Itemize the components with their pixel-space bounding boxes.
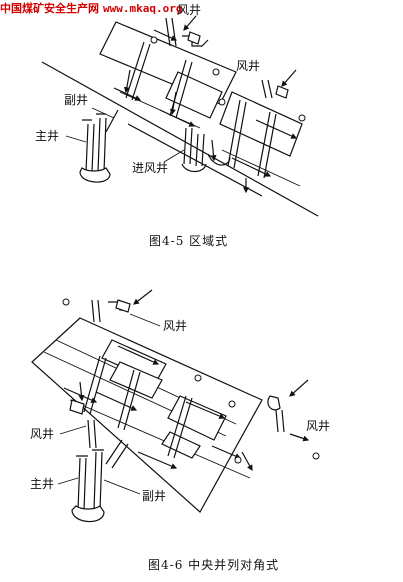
fan-icon [115,299,131,313]
label-auxiliary-shaft-fig2: 副井 [142,489,166,503]
label-intake-shaft-fig1: 进风井 [132,161,168,175]
district-block-2 [109,361,163,399]
figure-4-6-central-diagonal: 风井 风井 风井 主井 [30,289,330,523]
label-air-shaft-fig2-right: 风井 [306,419,330,433]
label-air-shaft-fig1-top: 风井 [177,3,201,17]
district-block-right [219,91,303,157]
district-block-4 [161,431,201,459]
main-shaft-fig1 [79,109,119,183]
air-shaft-top-right [261,69,297,99]
intake-shaft-fig1 [181,127,231,173]
air-shaft-top-fig2 [91,289,153,323]
label-main-shaft-fig2: 主井 [30,477,54,491]
site-watermark: 中国煤矿安全生产网 www.mkaq.org [0,0,182,16]
district-block-3 [167,395,227,441]
fan-icon [69,399,85,415]
fan-icon [275,85,289,99]
mining-district-left [99,21,237,129]
air-shaft-top-left [150,15,220,76]
panel-outline [31,317,263,513]
watermark-site-name: 中国煤矿安全生产网 [0,2,99,15]
watermark-url: www.mkaq.org [103,2,183,15]
label-air-shaft-fig2-left: 风井 [30,427,54,441]
fan-icon [187,31,201,45]
label-air-shaft-fig2-top: 风井 [163,319,187,333]
seam-boundary-upper [41,61,319,217]
label-main-shaft-fig1: 主井 [35,129,59,143]
seam-boundary-lower [127,123,263,197]
label-auxiliary-shaft-fig1: 副井 [64,93,88,107]
mining-district-right [218,91,306,194]
air-shaft-right-fig2 [267,379,310,442]
figure-4-5-caption: 图4-5 区域式 [149,234,229,248]
figure-4-5-regional: 风井 风井 [35,3,319,217]
main-shaft-fig2 [71,439,129,523]
district-block-lower [165,71,223,119]
fan-icon [267,395,281,411]
air-shaft-left-fig2 [69,381,97,449]
shaft-bottom [71,505,105,523]
label-air-shaft-fig1-right: 风井 [236,59,260,73]
figure-4-6-caption: 图4-6 中央并列对角式 [148,558,280,572]
shaft-bottom [79,167,111,183]
